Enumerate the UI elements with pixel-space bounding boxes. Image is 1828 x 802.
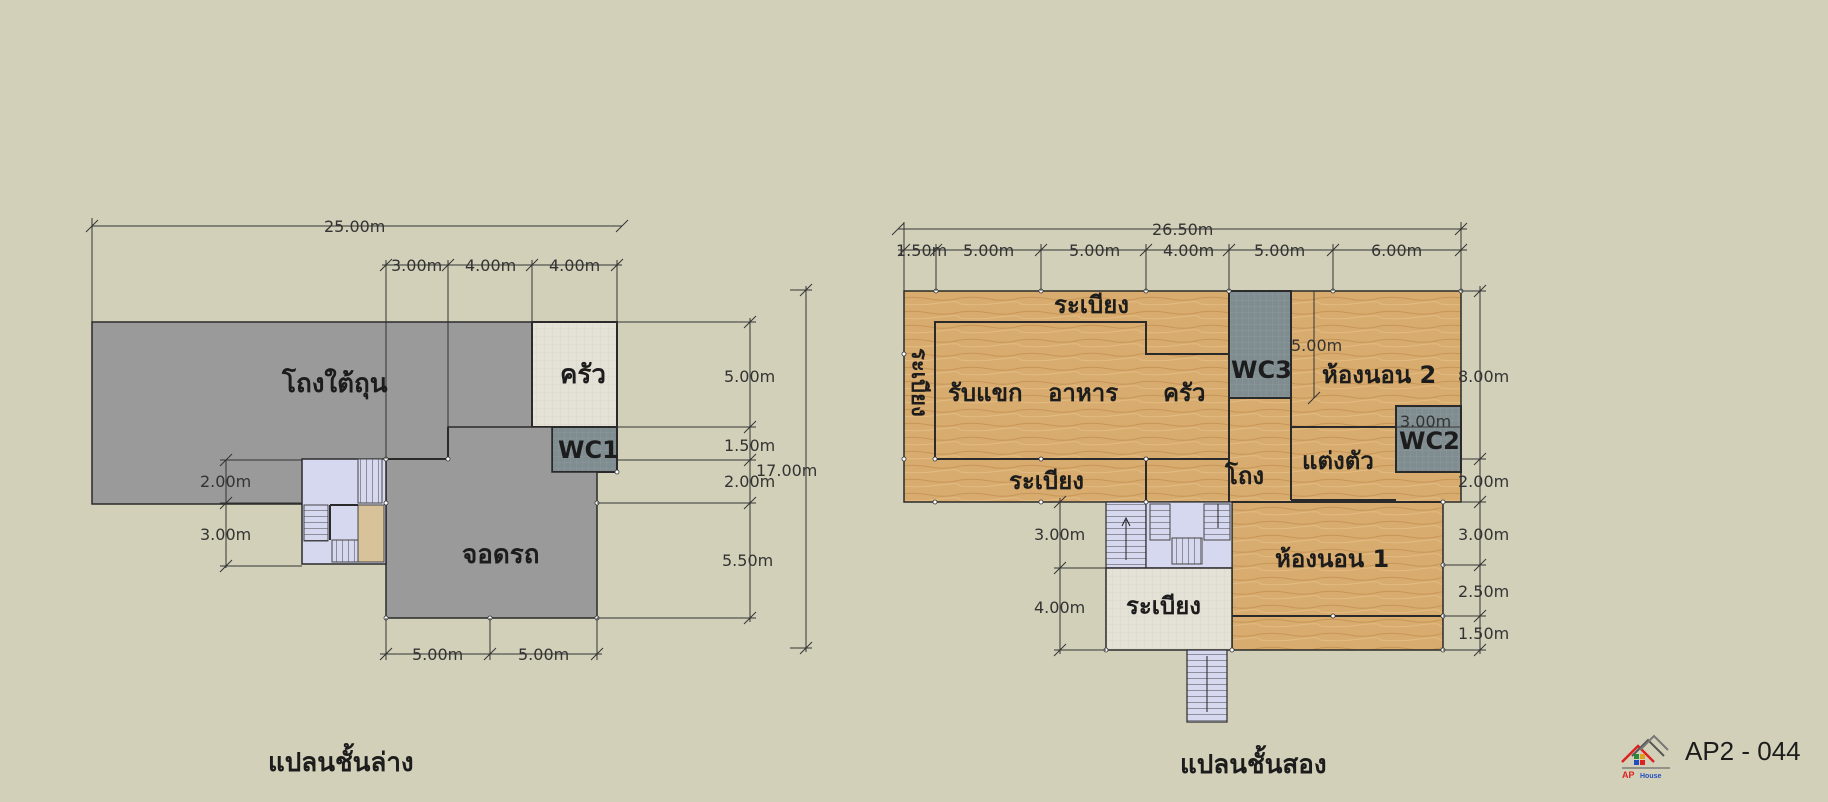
bedroom1-label: ห้องนอน 1 (1275, 545, 1389, 573)
veranda-top-label: ระเบียง (1054, 291, 1129, 319)
wc3-area (1228, 290, 1292, 399)
upper-dimensions (891, 222, 1487, 657)
carport-label: จอดรถ (462, 540, 539, 570)
ground-kitchen-label: ครัว (560, 360, 606, 390)
veranda-left-label: ระเบียง (906, 348, 931, 417)
ground-floor-plan: 25.00m 3.00m 4.00m 4.00m 5.00m 1.50m 2.0… (85, 217, 817, 664)
living-label: รับแขก (948, 379, 1023, 407)
wc1-label: WC1 (558, 436, 619, 464)
upper-dim-right-b: 2.00m (1458, 472, 1509, 491)
upper-dim-total-top: 26.50m (1152, 220, 1213, 239)
ground-dimensions (85, 218, 813, 661)
bedroom2-label: ห้องนอน 2 (1322, 361, 1436, 389)
svg-text:AP: AP (1622, 770, 1635, 780)
ground-dim-bottom-b: 5.00m (518, 645, 569, 664)
upper-kitchen-label: ครัว (1163, 379, 1205, 407)
ground-dim-right-b: 1.50m (724, 436, 775, 455)
ground-dim-top-c: 4.00m (549, 256, 600, 275)
upper-dim-right-e: 1.50m (1458, 624, 1509, 643)
ground-kitchen-area (531, 321, 618, 428)
veranda-bottom-label: ระเบียง (1126, 592, 1201, 620)
ground-dim-total-top: 25.00m (324, 217, 385, 236)
ap-house-logo: AP House (1621, 734, 1670, 780)
upper-dim-inner-a: 5.00m (1291, 336, 1342, 355)
plan-code: AP2 - 044 (1685, 736, 1801, 766)
ground-dim-right-a: 5.00m (724, 367, 775, 386)
ground-dim-top-a: 3.00m (391, 256, 442, 275)
dressing-label: แต่งตัว (1302, 447, 1374, 475)
lower-veranda-area (1105, 567, 1233, 651)
veranda-mid-label: ระเบียง (1009, 467, 1084, 495)
upper-dim-left-a: 3.00m (1034, 525, 1085, 544)
upper-floor-title: แปลนชั้นสอง (1180, 750, 1327, 780)
upper-dim-top-c: 5.00m (1069, 241, 1120, 260)
ground-dim-bottom-a: 5.00m (412, 645, 463, 664)
upper-dim-left-b: 4.00m (1034, 598, 1085, 617)
under-house-label: โถงใต้ถุน (281, 367, 388, 400)
svg-text:House: House (1640, 773, 1662, 780)
dining-label: อาหาร (1048, 379, 1118, 407)
ground-dim-right-c: 2.00m (724, 472, 775, 491)
ground-dim-right-d: 5.50m (722, 551, 773, 570)
ground-floor-title: แปลนชั้นล่าง (268, 748, 414, 778)
upper-dim-top-a: 1.50m (896, 241, 947, 260)
upper-dim-top-d: 4.00m (1163, 241, 1214, 260)
hall-label: โถง (1224, 461, 1264, 490)
ground-dim-total-right: 17.00m (756, 461, 817, 480)
upper-dim-right-c: 3.00m (1458, 525, 1509, 544)
upper-dim-inner-b: 3.00m (1400, 412, 1451, 431)
ground-dim-left-a: 2.00m (200, 472, 251, 491)
upper-dim-top-e: 5.00m (1254, 241, 1305, 260)
wc3-label: WC3 (1231, 356, 1292, 384)
upper-floor-plan: 26.50m 1.50m 5.00m 5.00m 4.00m 5.00m 6.0… (891, 220, 1509, 723)
ground-dim-left-b: 3.00m (200, 525, 251, 544)
upper-dim-top-f: 6.00m (1371, 241, 1422, 260)
upper-dim-top-b: 5.00m (963, 241, 1014, 260)
upper-dim-right-a: 8.00m (1458, 367, 1509, 386)
ground-dim-top-b: 4.00m (465, 256, 516, 275)
wc2-area (1395, 405, 1462, 473)
upper-dim-right-d: 2.50m (1458, 582, 1509, 601)
wc2-label: WC2 (1399, 427, 1460, 455)
